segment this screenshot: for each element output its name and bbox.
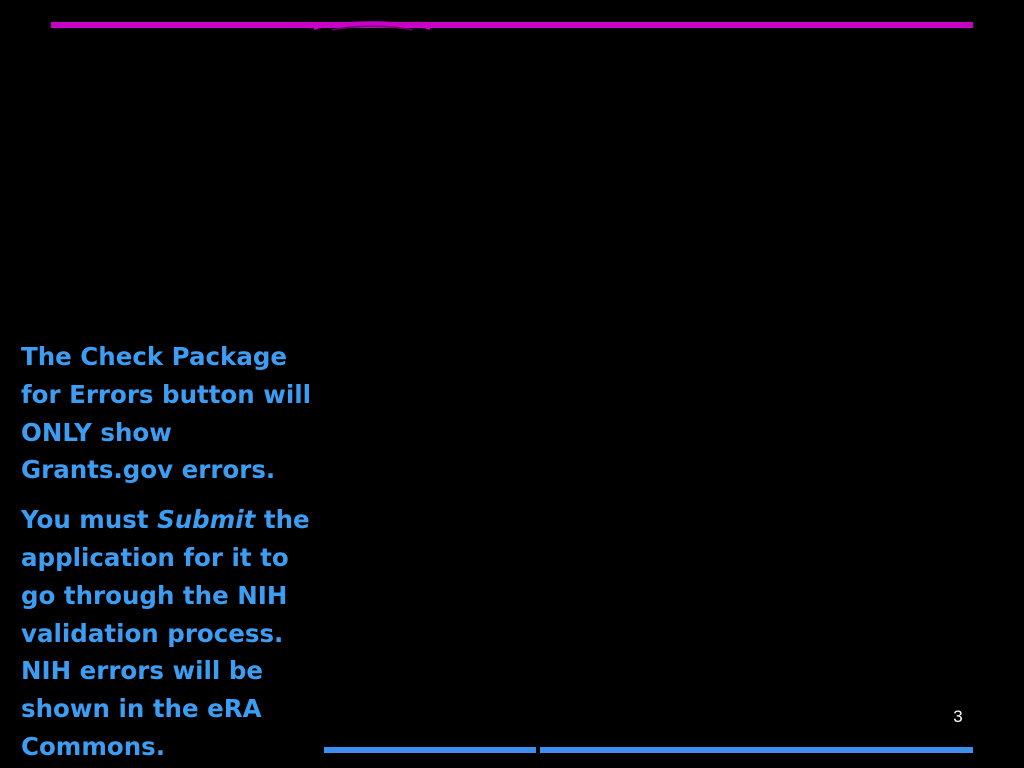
page-number: 3 xyxy=(953,707,963,726)
paragraph-submit-rest: the application for it to go through the… xyxy=(21,505,310,761)
emphasis-submit: Submit xyxy=(157,505,256,535)
top-divider xyxy=(51,22,973,28)
body-text: The Check Package for Errors button will… xyxy=(21,338,326,766)
bottom-divider-right xyxy=(540,747,973,753)
bottom-divider-left xyxy=(324,747,536,753)
decorative-arc xyxy=(313,21,431,31)
paragraph-check-package: The Check Package for Errors button will… xyxy=(21,342,312,485)
paragraph-submit-lead: You must xyxy=(21,505,158,535)
paragraph-submit: You must Submit the application for it t… xyxy=(21,501,326,766)
